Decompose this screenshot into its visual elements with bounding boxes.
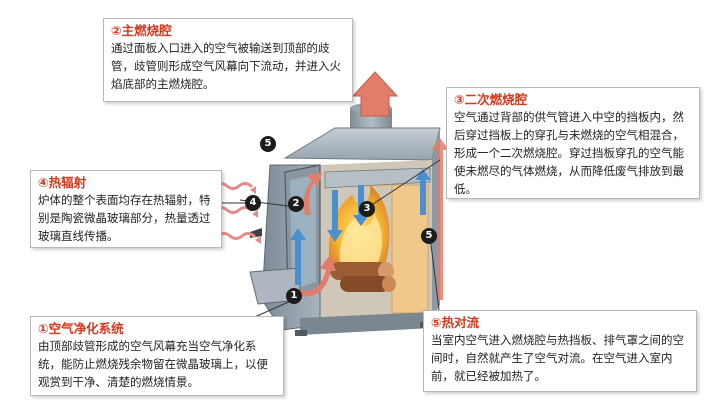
callout-body: 通过面板入口进入的空气被输送到顶部的歧管，歧管则形成空气风幕向下流动，并进入火焰…	[111, 41, 341, 91]
airflow-arrow	[415, 169, 431, 215]
callout-body: 由顶部歧管形成的空气风幕充当空气净化系统，能防止燃烧残余物留在微晶玻璃上，以便观…	[38, 339, 268, 389]
leader-line	[366, 159, 441, 209]
callout-air-purification: ①空气净化系统 由顶部歧管形成的空气风幕充当空气净化系统，能防止燃烧残余物留在微…	[30, 316, 284, 396]
airflow-arrow	[327, 190, 343, 242]
callout-main-combustion: ②主燃烧腔 通过面板入口进入的空气被输送到顶部的歧管，歧管则形成空气风幕向下流动…	[103, 18, 353, 102]
exhaust-arrow	[351, 71, 399, 117]
callout-body: 炉体的整个表面均存在热辐射，特别是陶瓷微晶玻璃部分，热量透过玻璃直线传播。	[38, 193, 211, 243]
callout-title: ④热辐射	[38, 175, 87, 190]
callout-secondary-combustion: ③二次燃烧腔 空气通过背部的供气管进入中空的挡板内，然后穿过挡板上的穿孔与未燃烧…	[446, 87, 700, 199]
marker-5-top: 5	[260, 136, 276, 152]
callout-title: ①空气净化系统	[38, 321, 124, 336]
callout-title: ②主燃烧腔	[111, 23, 172, 38]
marker-3: 3	[359, 201, 375, 217]
callout-title: ③二次燃烧腔	[454, 92, 528, 107]
marker-1: 1	[286, 288, 302, 304]
callout-heat-radiation: ④热辐射 炉体的整个表面均存在热辐射，特别是陶瓷微晶玻璃部分，热量透过玻璃直线传…	[30, 170, 222, 248]
marker-2: 2	[288, 196, 304, 212]
leader-line	[429, 235, 441, 319]
callout-body: 当室内空气进入燃烧腔与热挡板、排气罩之间的空间时，自然就产生了空气对流。在空气进…	[431, 333, 684, 383]
airflow-arrow	[290, 228, 306, 285]
callout-title: ⑤热对流	[431, 315, 480, 330]
logs	[330, 262, 396, 292]
baffle-plate	[324, 167, 431, 189]
hot-air-arrow	[303, 172, 322, 215]
callout-body: 空气通过背部的供气管进入中空的挡板内，然后穿过挡板上的穿孔与未燃烧的空气相混合，…	[454, 110, 684, 196]
callout-heat-convection: ⑤热对流 当室内空气进入燃烧腔与热挡板、排气罩之间的空间时，自然就产生了空气对流…	[423, 310, 697, 392]
hot-air-arrow	[300, 255, 336, 297]
stove-top	[283, 127, 441, 161]
marker-5-right: 5	[421, 228, 437, 244]
marker-4: 4	[245, 195, 261, 211]
convection-arrow	[431, 138, 449, 300]
